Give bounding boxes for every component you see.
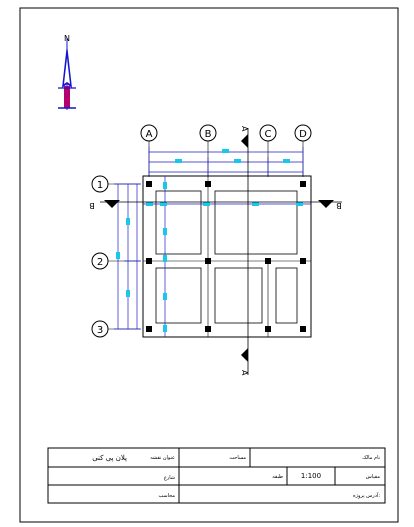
area-label: مساحت [229,455,246,461]
north-label: N [64,34,70,43]
foundation-outline [142,175,312,338]
section-label-a-top: A [240,126,249,132]
plan-title: پلان پی کنی [92,454,127,462]
owner-name-label: نام مالک [362,455,380,461]
dimension-tags-top [175,149,290,163]
structural-columns [146,181,306,332]
grid-label-1: 1 [97,180,103,191]
scale-value: 1:100 [301,472,321,480]
title-block [47,447,386,504]
title-block-text: پلان پی کنی عنوان نقشه مساحت نام مالک شا… [92,454,380,499]
address-label: آدرس پروژه: [353,492,380,499]
calc-label: محاسب [158,493,175,499]
dimension-tags-left [116,218,130,297]
foundation-bays [155,190,298,324]
grid-label-2: 2 [97,257,103,268]
scale-label: مقیاس [366,474,381,480]
drawing-title-label: عنوان نقشه [150,455,175,461]
sheet-border [19,7,399,523]
section-line-b: B B [89,200,342,210]
grid-label-3: 3 [97,325,103,336]
grid-label-b: B [205,129,212,140]
grid-label-c: C [265,129,272,140]
street-label: شارع [164,475,175,481]
dimension-lines-top [148,147,304,176]
internal-dimension-lines [143,176,311,337]
section-label-b-left: B [89,201,95,210]
section-label-a-bottom: A [240,370,249,376]
section-label-b-right: B [336,201,342,210]
grid-label-a: A [146,129,153,140]
section-line-a: A A [240,126,249,376]
north-arrow-icon: N [58,34,76,110]
floor-label: طبقه [272,474,283,480]
grid-label-d: D [299,129,307,140]
internal-dimension-tags [146,182,303,332]
strip-footings [143,176,311,337]
